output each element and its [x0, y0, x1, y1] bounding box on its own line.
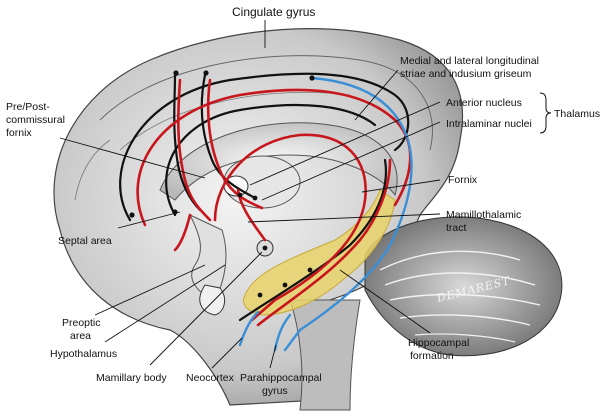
brain-hemisphere: [53, 28, 464, 406]
fornix-red-arc: [213, 133, 367, 322]
label-hippocampal-line2: formation: [410, 350, 454, 362]
label-thalamus: Thalamus: [554, 108, 600, 120]
leader-mamillothalamic: [247, 213, 441, 223]
red-hippocampal-loop: [256, 158, 392, 327]
hippocampal-formation: [243, 189, 396, 316]
leader-hippocampal: [339, 269, 431, 334]
label-prepost-line1: Pre/Post-: [6, 101, 50, 113]
synapse-terminals: [129, 70, 315, 298]
leader-anterior: [249, 101, 441, 186]
label-fornix: Fornix: [448, 174, 478, 186]
leader-fornix: [361, 179, 441, 193]
black-hippocampal-loop: [238, 158, 388, 322]
label-mamillary-body: Mamillary body: [96, 372, 167, 384]
blue-longitudinal-striae: [283, 76, 413, 352]
leader-septal: [117, 211, 181, 229]
label-mamillothalamic-line2: tract: [446, 222, 467, 234]
label-prepost-line3: fornix: [6, 127, 32, 139]
label-striae-line2: striae and indusium griseum: [400, 68, 532, 80]
label-septal-area: Septal area: [58, 235, 112, 247]
label-prepost-line2: commissural: [6, 114, 65, 126]
leader-hypothalamus: [104, 264, 226, 343]
basal-forebrain: [188, 213, 274, 316]
leader-neocortex: [211, 337, 243, 369]
leader-lines: [59, 20, 441, 369]
leader-mamillary: [149, 251, 263, 366]
leader-intralaminar: [261, 121, 441, 201]
black-descending-2: [200, 73, 257, 200]
red-septal: [173, 213, 192, 252]
leader-preoptic: [94, 264, 206, 316]
label-hippocampal-line1: Hippocampal: [408, 337, 469, 349]
cingulum-black-outer: [119, 72, 410, 222]
black-pathway-inner: [165, 103, 377, 217]
label-cingulate-gyrus: Cingulate gyrus: [232, 5, 315, 19]
leader-prepost-fornix: [59, 137, 206, 179]
label-preoptic-line1: Preoptic: [62, 317, 101, 329]
label-mamillothalamic-line1: Mamillothalamic: [446, 209, 521, 221]
leader-parahippocampal: [269, 344, 277, 369]
label-parahippocampal-line1: Parahippocampal: [240, 372, 322, 384]
label-neocortex: Neocortex: [186, 372, 235, 384]
label-anterior-nucleus: Anterior nucleus: [446, 97, 522, 109]
label-intralaminar-nuclei: Intralaminar nuclei: [446, 118, 532, 130]
cerebellum: [364, 216, 563, 357]
red-descending-1: [177, 78, 212, 222]
leader-striae: [354, 69, 399, 121]
red-descending-2: [206, 78, 264, 210]
label-hypothalamus: Hypothalamus: [50, 348, 117, 360]
label-striae-line1: Medial and lateral longitudinal: [400, 55, 539, 67]
thalamus-body: [223, 155, 301, 209]
thalamus-brace: [539, 92, 552, 134]
label-preoptic-line2: area: [70, 330, 91, 342]
label-parahippocampal-line2: gyrus: [262, 385, 288, 397]
labels: Cingulate gyrus Medial and lateral longi…: [6, 5, 600, 397]
blue-neocortex: [238, 310, 260, 347]
